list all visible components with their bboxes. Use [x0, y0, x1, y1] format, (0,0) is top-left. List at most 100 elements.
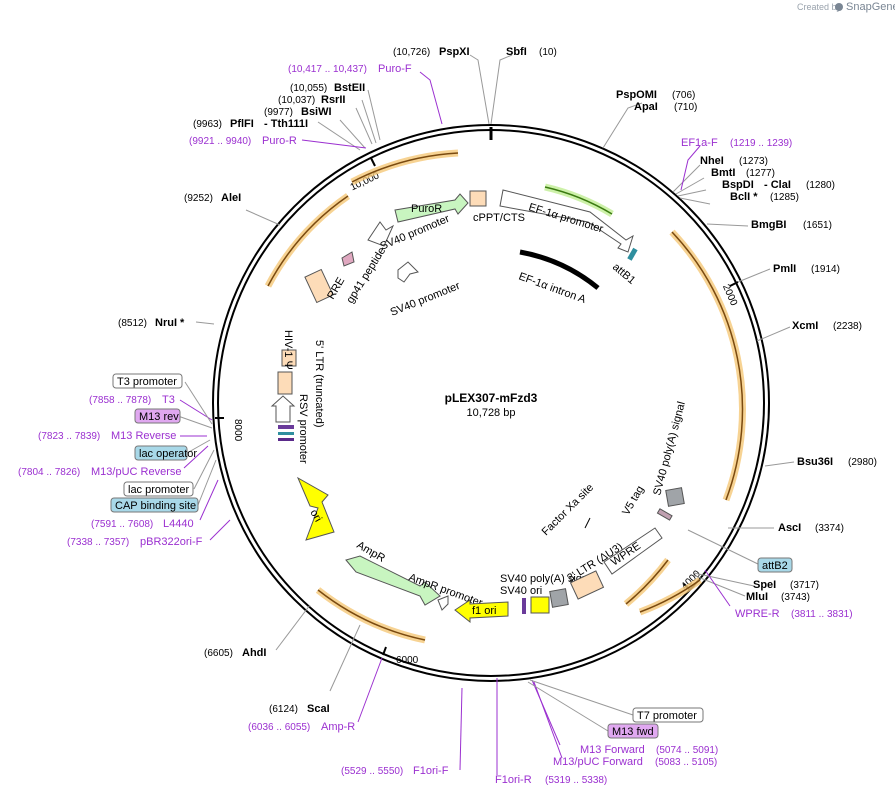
ef1a-intron-arc	[519, 249, 600, 290]
ampr-promoter-mark	[437, 595, 449, 611]
primer-puror: Puro-R	[262, 135, 297, 147]
primer-l4440: L4440	[163, 518, 194, 530]
site-asci: AscI	[778, 522, 801, 534]
site-bsu36i-pos: (2980)	[848, 457, 877, 468]
site-nrui-pos: (8512)	[118, 318, 147, 329]
site-bsiwi-pos: (9977)	[264, 107, 293, 118]
site-bspdi-pos: (1280)	[806, 180, 835, 191]
primer-t3: T3	[162, 394, 175, 406]
site-nhei: NheI	[700, 155, 724, 167]
site-ahdi-pos: (6605)	[204, 648, 233, 659]
snapgene-logo-icon	[835, 3, 843, 11]
attb1-mark	[627, 247, 638, 261]
feature-hiv-psi: HIV-1 Ψ	[282, 330, 294, 370]
primer-m13rev: M13 Reverse	[111, 430, 176, 442]
site-bsiwi: BsiWI	[301, 106, 332, 118]
rre-box	[304, 268, 334, 304]
site-xcmi-pos: (2238)	[833, 321, 862, 332]
sv40-polya-box	[549, 588, 569, 608]
ltr3-box	[569, 570, 605, 600]
primer-m13rev-pos: (7823 .. 7839)	[38, 431, 100, 442]
feature-cpptcts: cPPT/CTS	[473, 212, 525, 224]
tick-8000: 8000	[232, 419, 243, 442]
hiv-psi-box	[281, 349, 297, 367]
created-by-label: Created by	[797, 2, 842, 12]
puror-arrow	[394, 193, 469, 223]
site-spei-pos: (3717)	[790, 580, 819, 591]
feature-sv40-promoter-2: SV40 promoter	[389, 280, 462, 319]
primer-m13puc-rev: M13/pUC Reverse	[91, 466, 181, 478]
snapgene-brand: SnapGene	[846, 1, 895, 13]
label-t3-promoter: T3 promoter	[117, 376, 177, 388]
site-pflfi-pos: (9963)	[193, 119, 222, 130]
site-sbfi: SbfI	[506, 46, 527, 58]
site-bmti-pos: (1277)	[746, 168, 775, 179]
primer-pbr322: pBR322ori-F	[140, 536, 203, 548]
site-nrui: NruI *	[155, 317, 185, 329]
cpptcts-box	[469, 190, 487, 207]
site-scai-pos: (6124)	[269, 704, 298, 715]
site-mlui-pos: (3743)	[781, 592, 810, 603]
site-rsrii: RsrII	[321, 94, 345, 106]
label-attb2: attB2	[762, 560, 788, 572]
site-pflfi: PflFI	[230, 118, 254, 130]
ampr-arrow	[345, 555, 441, 606]
v5-tag-mark	[656, 508, 673, 521]
primer-f1orir: F1ori-R	[495, 774, 532, 786]
site-alei: AleI	[221, 192, 241, 204]
primer-purof-pos: (10,417 .. 10,437)	[288, 64, 367, 75]
site-ahdi: AhdI	[242, 647, 266, 659]
feature-attb1: attB1	[610, 261, 637, 287]
site-bsteii-pos: (10,055)	[290, 83, 327, 94]
primer-ef1af: EF1a-F	[681, 137, 718, 149]
site-pspxi: PspXI	[439, 46, 470, 58]
sv40-promoter-arrow-2	[397, 261, 419, 283]
label-lac-promoter: lac promoter	[128, 484, 189, 496]
primer-ampr: Amp-R	[321, 721, 355, 733]
feature-5ltr: 5' LTR (truncated)	[313, 340, 325, 427]
site-pmli-pos: (1914)	[811, 264, 840, 275]
primer-pbr322-pos: (7338 .. 7357)	[67, 537, 129, 548]
site-asci-pos: (3374)	[815, 523, 844, 534]
site-apai-pos: (710)	[674, 102, 697, 113]
primer-m13puc-rev-pos: (7804 .. 7826)	[18, 467, 80, 478]
feature-puror: PuroR	[411, 203, 442, 215]
site-nhei-pos: (1273)	[739, 156, 768, 167]
site-lines	[195, 54, 795, 692]
label-lac-operator: lac operator	[139, 448, 197, 460]
ltr-arrow	[270, 395, 296, 423]
sv40-polya-box-2	[665, 487, 685, 507]
features: PuroR cPPT/CTS EF-1α promoter SV40 promo…	[270, 189, 688, 624]
primer-m13puc-fwd: M13/pUC Forward	[553, 756, 643, 768]
primer-t3-pos: (7858 .. 7878)	[89, 395, 151, 406]
feature-sv40-ori: SV40 ori	[500, 585, 542, 597]
site-bmgbi: BmgBI	[751, 219, 786, 231]
primer-ampr-pos: (6036 .. 6055)	[248, 722, 310, 733]
site-bsu36i: Bsu36I	[797, 456, 833, 468]
site-pspomi: PspOMI	[616, 89, 657, 101]
f1ori-arrow	[454, 599, 509, 624]
gp41-mark	[341, 251, 355, 267]
feature-sv40-polya-2: SV40 poly(A) signal	[651, 400, 688, 496]
feature-rsv-promoter: RSV promoter	[297, 394, 309, 464]
ef1a-promoter-arrow	[499, 189, 634, 253]
site-pmli: PmlI	[773, 263, 796, 275]
site-bmti: BmtI	[711, 167, 735, 179]
primer-f1orif: F1ori-F	[413, 765, 449, 777]
plasmid-name: pLEX307-mFzd3	[445, 391, 538, 405]
tick-6000: 6000	[396, 655, 419, 666]
orf-arcs	[264, 149, 746, 644]
boxed-labels: T3 promoter M13 rev lac operator lac pro…	[110, 373, 793, 739]
primer-f1orir-pos: (5319 .. 5338)	[545, 775, 607, 786]
site-sbfi-pos: (10)	[539, 47, 557, 58]
primer-m13fwd-full-pos: (5074 .. 5091)	[656, 745, 718, 756]
site-xcmi: XcmI	[792, 320, 818, 332]
site-bcli: BclI *	[730, 191, 758, 203]
site-bmgbi-pos: (1651)	[803, 220, 832, 231]
ori-arrow	[296, 476, 335, 541]
feature-f1-ori: f1 ori	[472, 605, 496, 617]
plasmid-size: 10,728 bp	[467, 407, 516, 419]
small-marks	[278, 425, 526, 614]
primer-puror-pos: (9921 .. 9940)	[189, 136, 251, 147]
